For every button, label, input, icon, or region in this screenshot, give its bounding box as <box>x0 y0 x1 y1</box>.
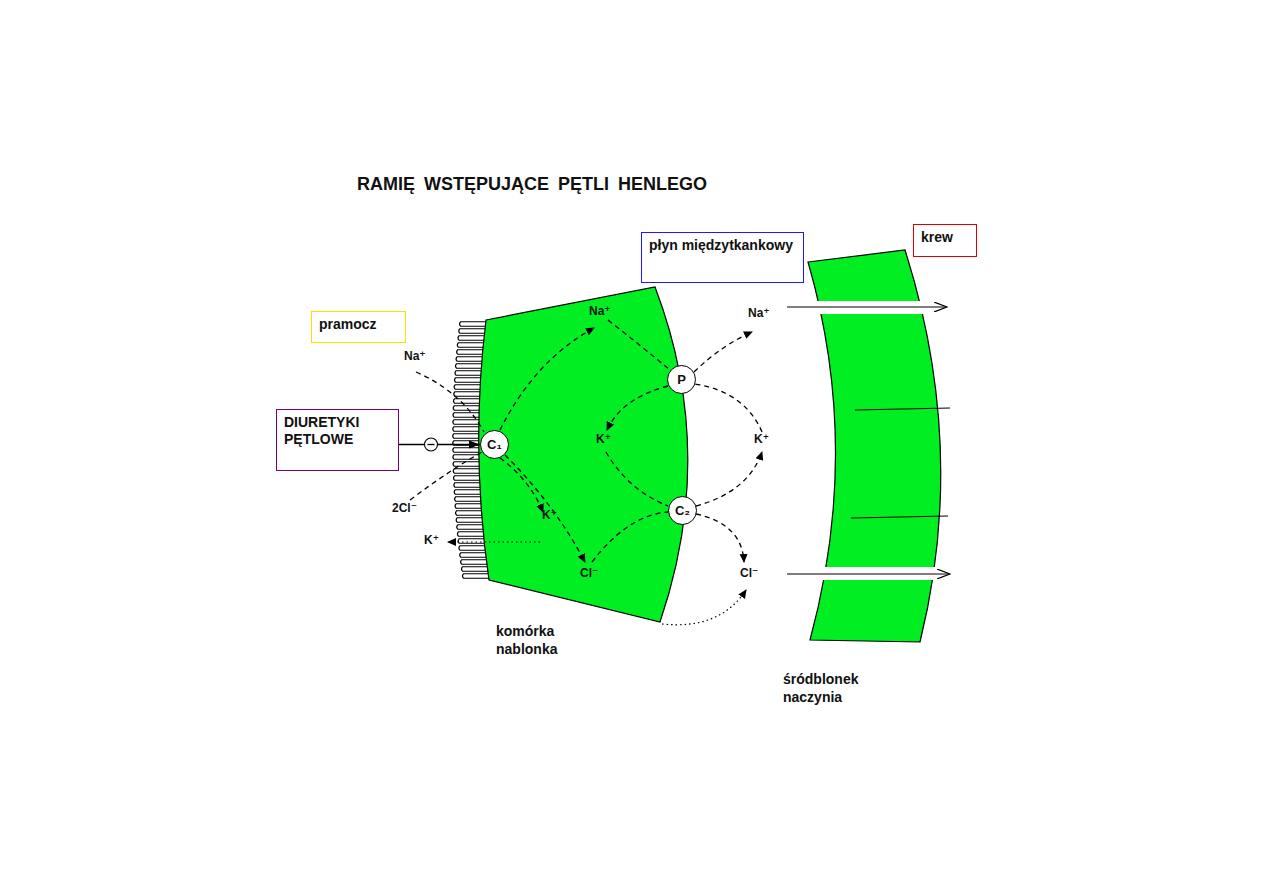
ion-label: Na⁺ <box>589 304 611 318</box>
cell-junction <box>851 516 948 518</box>
diffusion-arrows <box>448 542 746 625</box>
ion-label: Cl⁻ <box>740 566 758 580</box>
transport-arrows <box>410 320 762 562</box>
flow-arrow <box>787 306 946 307</box>
label-box: płyn międzytkankowy <box>641 232 804 283</box>
fenestration <box>780 301 960 314</box>
node-text: P <box>677 372 686 387</box>
ion-label: 2Cl⁻ <box>392 501 417 515</box>
node-text: C₂ <box>675 503 690 518</box>
transporter-circle: P <box>667 365 696 394</box>
ion-label: Cl⁻ <box>580 566 598 580</box>
structure-name: śródblonek naczynia <box>783 670 893 706</box>
ion-label: Na⁺ <box>748 306 770 320</box>
label-box: DIURETYKI PĘTLOWE <box>276 409 399 471</box>
label-box: krew <box>913 224 977 257</box>
node-text: DIURETYKI PĘTLOWE <box>284 414 391 448</box>
fenestration <box>780 567 960 580</box>
node-text: pramocz <box>319 316 398 333</box>
node-text: C₁ <box>487 437 502 452</box>
label-box: pramocz <box>311 311 406 343</box>
node-text: płyn międzytkankowy <box>649 237 796 254</box>
ion-label: K⁺ <box>754 432 769 446</box>
transporter-circle: C₁ <box>480 430 509 459</box>
ion-label: K⁺ <box>596 432 611 446</box>
ion-label: K⁺ <box>542 508 557 522</box>
node-text: krew <box>921 229 969 246</box>
transporter-circle: C₂ <box>668 496 697 525</box>
epithelial-cell <box>479 287 688 622</box>
ion-label: K⁺ <box>424 533 439 547</box>
flow-arrow <box>787 573 949 574</box>
diagram-title: RAMIĘ WSTĘPUJĄCE PĘTLI HENLEGO <box>357 174 707 195</box>
structure-name: komórka nablonka <box>496 622 606 658</box>
inhibition-arrow <box>399 444 480 445</box>
inhibition-symbol <box>425 438 438 451</box>
ion-label: Na⁺ <box>404 349 426 363</box>
cell-junction <box>855 408 950 410</box>
